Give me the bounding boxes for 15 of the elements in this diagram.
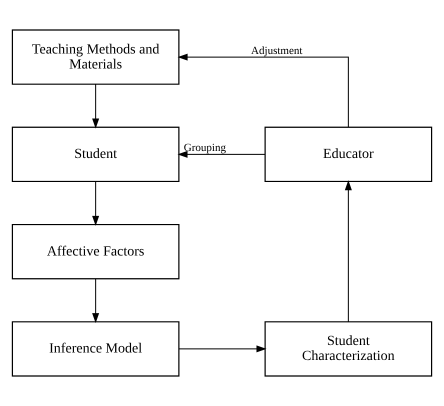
arrow <box>177 150 265 158</box>
arrow <box>92 278 100 324</box>
arrow <box>344 180 352 322</box>
arrow <box>178 54 349 128</box>
arrow <box>92 84 100 129</box>
node-box: Student <box>12 126 180 182</box>
node-box: Teaching Methods and Materials <box>12 29 180 85</box>
node-box: Affective Factors <box>12 224 180 280</box>
node-box: Student Characterization <box>264 321 432 377</box>
edge-label: Adjustment <box>251 44 302 57</box>
arrow <box>179 345 267 352</box>
node-box: Educator <box>264 126 432 182</box>
arrow <box>92 181 100 226</box>
node-box: Inference Model <box>12 321 180 377</box>
edge-label: Grouping <box>184 142 226 154</box>
